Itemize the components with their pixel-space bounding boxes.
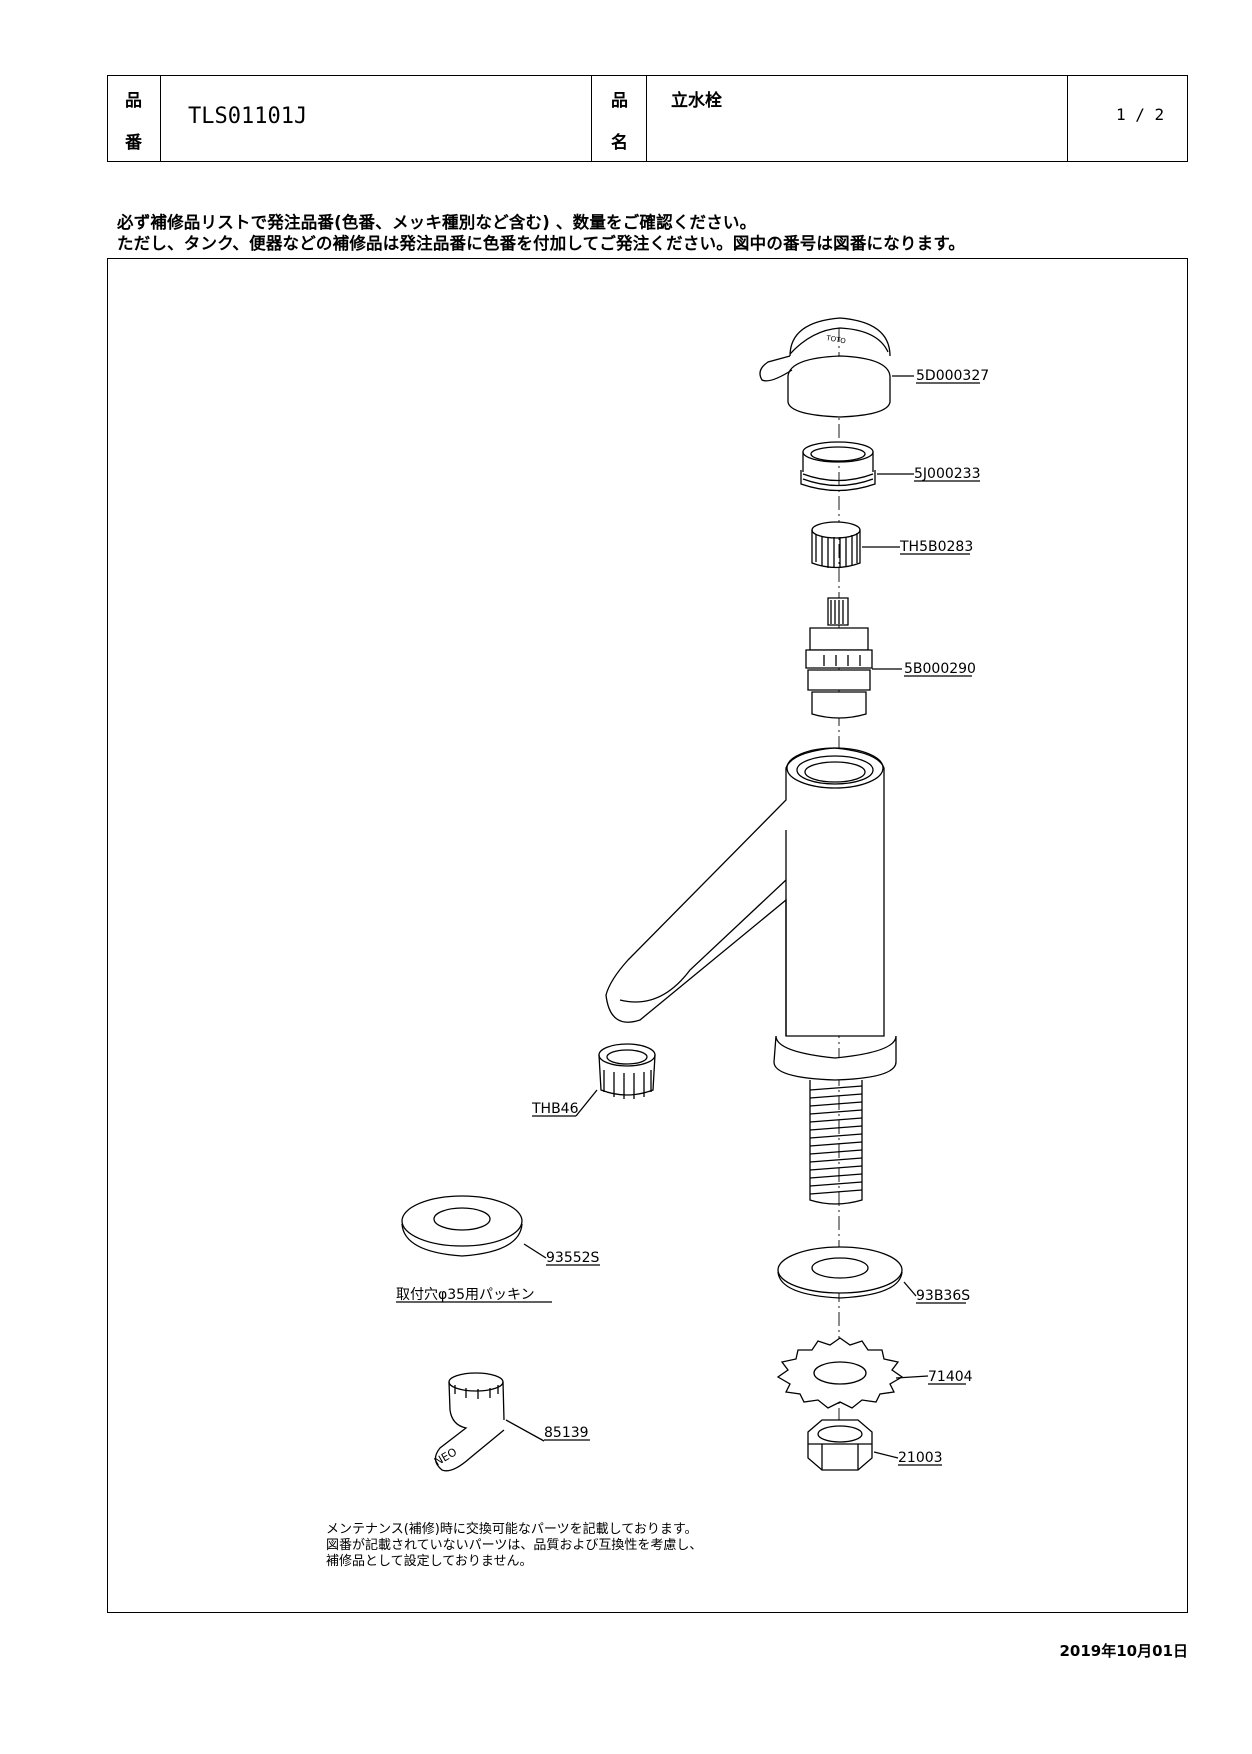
part-label-aerator: THB46	[531, 1101, 579, 1117]
leader-line	[505, 1419, 545, 1442]
divider	[160, 76, 161, 161]
product-name: 立水栓	[671, 91, 722, 111]
tool-part: NEO	[432, 1372, 505, 1472]
spindle-part	[811, 521, 861, 569]
cartridge-part	[805, 597, 873, 719]
faucet-body	[605, 747, 897, 1205]
large-washer-part	[777, 1246, 903, 1299]
instruction-line: 必ず補修品リストで発注品番(色番、メッキ種別など含む) 、数量をご確認ください。	[117, 213, 757, 232]
handle-part: TOTO	[759, 317, 891, 418]
aerator-part	[598, 1043, 656, 1099]
leader-line	[873, 1451, 899, 1459]
part-number: TLS01101J	[188, 104, 308, 129]
part-label-washer-small: 93552S	[546, 1250, 600, 1266]
name-label: 名	[611, 133, 628, 153]
instruction-line: ただし、タンク、便器などの補修品は発注品番に色番を付加してご発注ください。図中の…	[117, 234, 966, 253]
tool-logo: NEO	[432, 1445, 459, 1468]
leader-line	[903, 1281, 917, 1297]
part-label-tool: 85139	[544, 1425, 589, 1441]
issue-date: 2019年10月01日	[1059, 1642, 1189, 1660]
divider	[591, 76, 592, 161]
part-label-lock-washer: 71404	[928, 1369, 973, 1385]
name-label: 品	[611, 91, 628, 111]
maintenance-note-line: 図番が記載されていないパーツは、品質および互換性を考慮し、	[326, 1537, 702, 1553]
part-label-washer-large: 93B36S	[916, 1288, 970, 1304]
part-no-label: 番	[125, 133, 142, 153]
divider	[1067, 76, 1068, 161]
part-label-spindle: TH5B0283	[899, 539, 973, 555]
page-indicator: 1 / 2	[1116, 105, 1165, 124]
divider	[646, 76, 647, 161]
lock-washer-part	[776, 1337, 904, 1409]
leader-line	[523, 1243, 547, 1259]
maintenance-note-line: メンテナンス(補修)時に交換可能なパーツを記載しております。	[326, 1521, 698, 1537]
part-label-handle: 5D000327	[916, 368, 989, 384]
nut-part	[807, 1419, 873, 1471]
title-block: 品 番 TLS01101J 品 名 立水栓 1 / 2	[107, 75, 1188, 162]
drawing-frame	[107, 258, 1188, 1613]
part-label-cap: 5J000233	[914, 466, 980, 482]
leader-line	[575, 1089, 598, 1117]
part-label-cartridge: 5B000290	[904, 661, 976, 677]
part-no-label: 品	[125, 91, 142, 111]
leader-line	[895, 1375, 929, 1379]
part-label-nut: 21003	[898, 1450, 943, 1466]
maintenance-note-line: 補修品として設定しておりません。	[326, 1553, 532, 1569]
handle-logo: TOTO	[825, 334, 847, 346]
washer-note: 取付穴φ35用パッキン	[396, 1287, 535, 1303]
cap-part	[800, 441, 876, 492]
small-washer-part	[401, 1195, 523, 1257]
